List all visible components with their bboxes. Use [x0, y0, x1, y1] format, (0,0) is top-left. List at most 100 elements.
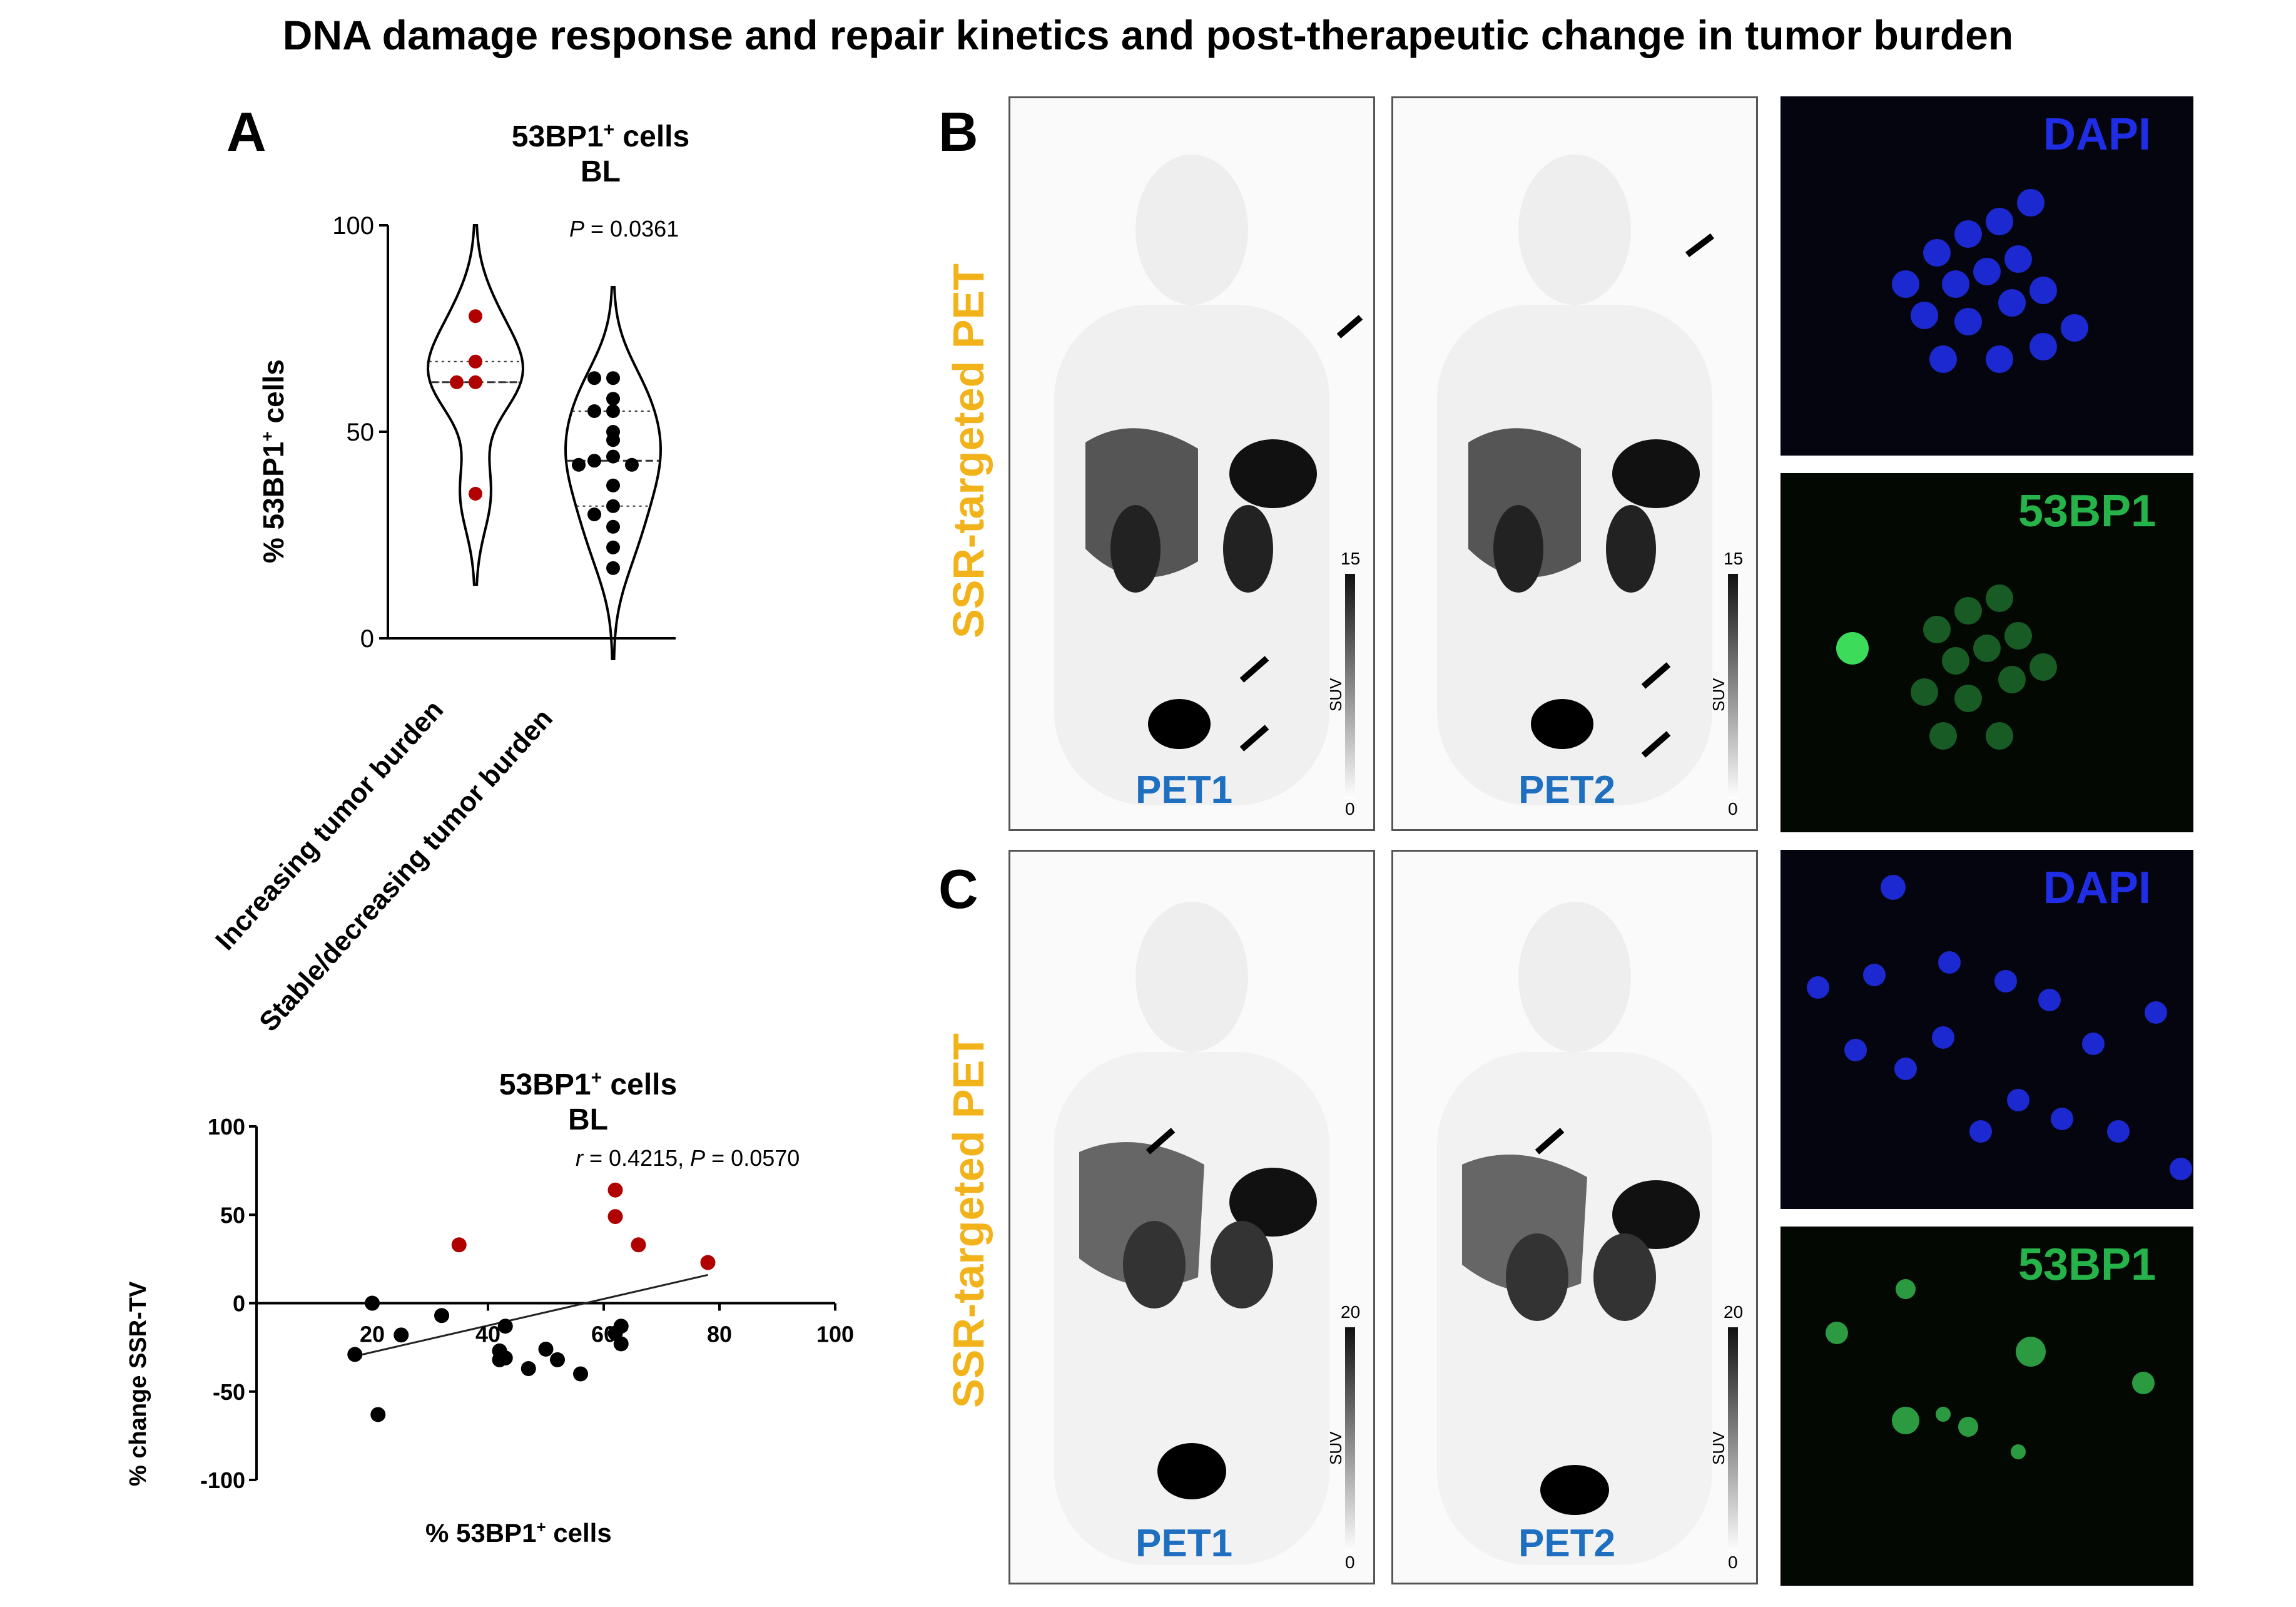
- scatter-y-tick-label: -100: [200, 1467, 245, 1493]
- scatter-stat: r = 0.4215, P = 0.0570: [576, 1145, 800, 1171]
- scatter-x-tick-label: 100: [816, 1322, 854, 1347]
- scatter-point: [497, 1319, 513, 1334]
- panel-b-pet1-image: PET1 15 0 SUV: [1008, 96, 1375, 831]
- scatter-point: [613, 1319, 629, 1334]
- suv-colorbar: [1728, 574, 1738, 799]
- suv-min: 0: [1728, 1553, 1738, 1572]
- suv-max: 15: [1341, 549, 1361, 568]
- violin-y-tick-label: 0: [360, 625, 374, 653]
- violin-point: [606, 519, 620, 534]
- violin-shape: [426, 224, 525, 586]
- regression-line: [354, 1273, 708, 1357]
- suv-min: 0: [1345, 1553, 1355, 1572]
- pet-scan-graphic: [1054, 155, 1363, 805]
- violin-point: [606, 478, 620, 492]
- violin-y-tick-label: 50: [347, 419, 375, 446]
- violin-ticks: 0 50 100: [332, 212, 388, 653]
- violin-point: [587, 508, 601, 521]
- dapi-label: DAPI: [2043, 863, 2151, 913]
- dapi-nuclei-graphic: [1892, 189, 2088, 373]
- scatter-point: [550, 1352, 565, 1367]
- violin-shape: [564, 286, 663, 660]
- scatter-y-tick-label: 0: [233, 1291, 245, 1317]
- suv-colorbar: [1728, 1327, 1738, 1553]
- scatter-y-tick-label: 100: [208, 1114, 245, 1140]
- violin-point: [469, 309, 482, 324]
- suv-min: 0: [1728, 799, 1738, 819]
- panel-c-53bp1-image: 53BP1: [1780, 1227, 2193, 1586]
- panel-b-pet2-image: PET2 15 0 SUV: [1391, 96, 1758, 831]
- panel-c-pet2-image: PET2 20 0 SUV: [1391, 850, 1758, 1584]
- violin-point: [469, 354, 482, 369]
- panel-b-ssr-label: SSR-targeted PET: [944, 263, 993, 638]
- scatter-point: [434, 1308, 449, 1324]
- panel-c-ssr-label: SSR-targeted PET: [944, 1033, 993, 1408]
- dapi-label: DAPI: [2043, 110, 2151, 160]
- dapi-nuclei-graphic: [1807, 875, 2192, 1180]
- suv-label: SUV: [1709, 1431, 1728, 1465]
- scatter-x-tick-label: 20: [360, 1322, 385, 1347]
- violin-y-label: % 53BP1+ cells: [257, 359, 290, 563]
- violin-point: [606, 371, 620, 385]
- violin-category-1: Increasing tumor burden: [210, 694, 450, 956]
- violin-point: [587, 454, 601, 468]
- panel-c-pet1-image: PET1 20 0 SUV: [1008, 850, 1375, 1584]
- violin-point: [606, 392, 620, 406]
- scatter-x-tick-label: 40: [475, 1322, 500, 1347]
- violin-point: [572, 457, 586, 472]
- violin-point: [469, 375, 482, 389]
- violin-axis: [387, 225, 676, 640]
- suv-max: 20: [1341, 1302, 1361, 1322]
- scatter-y-tick-label: 50: [220, 1202, 245, 1228]
- pet-scan-graphic: [1054, 902, 1329, 1565]
- scatter-point: [365, 1295, 380, 1311]
- violin-point: [606, 404, 620, 418]
- scatter-point: [607, 1182, 623, 1198]
- scatter-point: [394, 1327, 409, 1343]
- scatter-y-label: % change SSR-TV: [125, 1281, 151, 1486]
- scatter-point: [521, 1361, 536, 1377]
- violin-point: [450, 375, 464, 389]
- violin-point: [606, 499, 620, 513]
- suv-max: 15: [1724, 549, 1744, 568]
- suv-colorbar: [1345, 1327, 1355, 1553]
- scatter-point: [613, 1336, 629, 1352]
- scatter-title: 53BP1+ cells BL: [499, 1068, 678, 1136]
- violin-point: [606, 561, 620, 575]
- pet-scan-graphic: [1437, 155, 1714, 805]
- violin-point: [606, 540, 620, 554]
- suv-min: 0: [1345, 799, 1355, 819]
- scatter-point: [631, 1237, 646, 1253]
- panel-c-letter: C: [938, 858, 978, 920]
- scatter-point: [497, 1350, 513, 1366]
- panel-b-53bp1-image: 53BP1: [1780, 473, 2193, 832]
- scatter-point: [347, 1347, 363, 1362]
- scatter-point: [451, 1237, 467, 1253]
- scatter-point: [607, 1209, 623, 1225]
- violin-shapes: [426, 224, 663, 660]
- panel-b-pet1-label: PET1: [1135, 768, 1233, 812]
- panel-a-letter: A: [226, 101, 267, 163]
- violin-points: [450, 309, 639, 575]
- violin-point: [606, 433, 620, 447]
- violin-title: 53BP1+ cells BL: [511, 120, 690, 188]
- bp1-foci-graphic: [1826, 1279, 2155, 1459]
- scatter-points: [347, 1182, 716, 1422]
- suv-label: SUV: [1709, 678, 1728, 712]
- violin-y-tick-label: 100: [332, 212, 374, 240]
- panel-c-dapi-image: DAPI: [1780, 850, 2193, 1209]
- panel-c-pet2-label: PET2: [1518, 1522, 1616, 1565]
- suv-label: SUV: [1326, 1431, 1345, 1465]
- suv-max: 20: [1724, 1302, 1744, 1322]
- panel-b-dapi-image: DAPI: [1780, 96, 2193, 456]
- suv-label: SUV: [1326, 678, 1345, 712]
- suv-colorbar: [1345, 574, 1355, 799]
- violin-point: [587, 404, 601, 418]
- scatter-point: [370, 1407, 386, 1422]
- 53bp1-label: 53BP1: [2018, 486, 2156, 536]
- figure-title: DNA damage response and repair kinetics …: [282, 12, 2014, 58]
- scatter-x-label: % 53BP1+ cells: [425, 1518, 612, 1548]
- violin-point: [606, 449, 620, 464]
- violin-plot: 0 50 100: [332, 212, 676, 660]
